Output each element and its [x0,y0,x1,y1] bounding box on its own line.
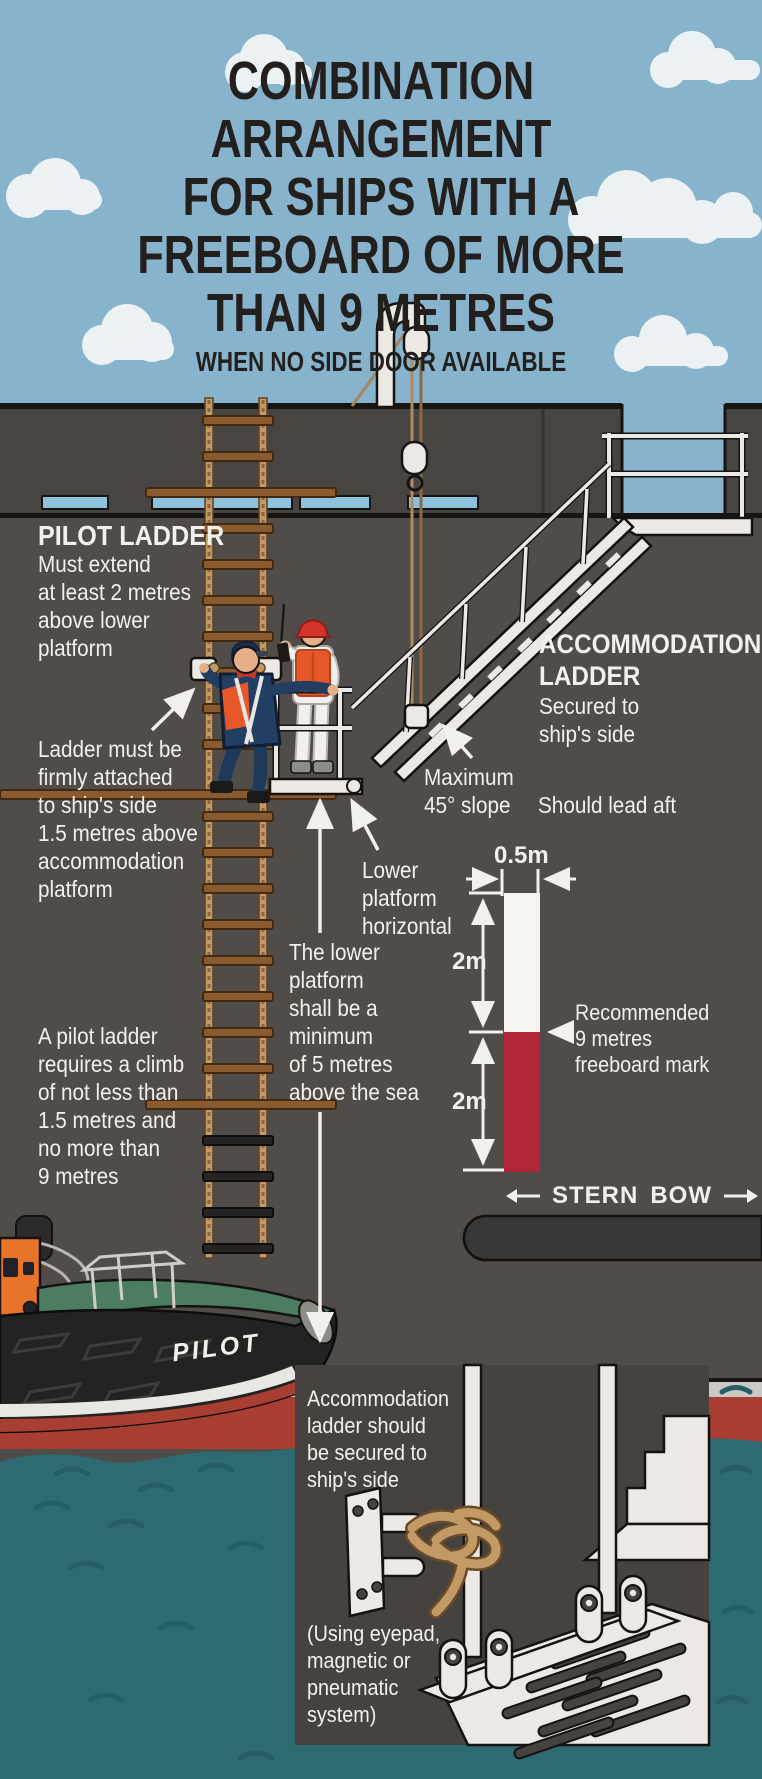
hull-hatch-marks [11,1332,214,1406]
bulwark-freeing-ports [41,495,479,510]
stair-treads [428,552,621,738]
ladder-rung [202,595,274,606]
inset-stanchion [597,1363,618,1615]
ladder-rung [202,991,274,1002]
pilot-ladder-heading: PILOT LADDER [38,520,225,551]
poster-subtitle: WHEN NO SIDE DOOR AVAILABLE [195,346,567,377]
pulley-block [402,325,431,361]
ladder-rung-dark [202,1171,274,1182]
cloud-icon [650,31,760,88]
hook-icon [406,474,424,492]
platform-roller [346,778,362,794]
life-vest [222,682,250,730]
ladder-side-ropes [204,397,268,1259]
ladder-rung [202,415,274,426]
stern-label: STERN [552,1182,639,1209]
deck-guard-frame [79,1250,187,1317]
freeboard-bar-white [504,893,540,1032]
hard-hat [294,619,333,638]
cloud-icon [225,34,312,92]
slope-arrow [441,723,474,760]
tackle-attachment [403,703,430,730]
ladder-rung-dark [202,1243,274,1254]
ladder-rung-dark [202,1207,274,1218]
attach-note-arrow [150,687,196,732]
ladder-rung [202,1027,274,1038]
poster-title: COMBINATION ARRANGEMENT FOR SHIPS WITH A… [0,52,762,380]
boat-keel [0,1380,300,1432]
fender-pipe [462,1214,762,1262]
bulwark-opening [622,404,725,516]
freeboard-mark-diagram [463,867,576,1172]
ladder-rung-dark [202,1135,274,1146]
title-line: THAN 9 METRES [206,283,556,343]
title-line: FOR SHIPS WITH A [182,167,580,227]
ladder-rung [202,559,274,570]
bow-arrow-icon [724,1189,758,1203]
ladder-rung [202,523,274,534]
cloud-icon [614,315,728,372]
freeboard-width-label: 0.5m [494,842,549,869]
ladder-rung [202,955,274,966]
platform-height-note: The lower platform shall be a minimum of… [289,939,420,1105]
title-line: COMBINATION ARRANGEMENT [210,51,552,169]
ladder-rung [202,1063,274,1074]
pilot-figure [199,640,339,803]
radio-antenna [279,603,286,647]
radio [276,642,291,663]
wave-icon [33,1385,755,1761]
clouds [6,31,762,372]
pilot-ladder-climb-note: A pilot ladder requires a climb of not l… [38,1023,185,1189]
cloud-icon [568,170,762,244]
gangway-platform [602,432,754,537]
ladder-rung [202,451,274,462]
title-line: FREEBOARD OF MORE [137,225,625,285]
lower-platform-note: Lower platform horizontal [362,857,452,939]
accommodation-secured-note: Secured to ship's side [539,693,640,747]
ladder-rung [202,847,274,858]
hinge-eyes [444,1584,642,1666]
pilot-ladder-attach-note: Ladder must be firmly attached to ship's… [38,736,198,902]
freeboard-lower-label: 2m [452,1088,487,1115]
freeboard-bar-red [504,1032,540,1172]
cloud-icon [82,304,174,365]
ladder-rung [202,631,274,642]
inset-detail [295,1363,711,1760]
ladder-rung [145,1099,337,1110]
annotation-arrows [150,687,474,1344]
ladder-rung [202,919,274,930]
boot-stripe [0,1366,298,1417]
pulley-block [400,440,429,476]
accommodation-ladder-heading: ACCOMMODATION LADDER [539,629,762,691]
bow-label: BOW [650,1182,712,1209]
cloud-icon [6,158,102,218]
inset-method-note: (Using eyepad, magnetic or pneumatic sys… [307,1621,441,1727]
lead-aft-note: Should lead aft [538,792,677,818]
ladder-rung [202,883,274,894]
accommodation-ladder [349,461,653,783]
inset-secured-note: Accommodation ladder should be secured t… [307,1386,449,1492]
rope-knot [405,1505,503,1619]
ladder-rung [145,487,337,498]
pilot-ladder-extend-note: Must extend at least 2 metres above lowe… [38,551,192,661]
stern-bow-labels: STERN BOW [506,1182,758,1210]
lower-platform-arrow [350,797,380,851]
slope-note: Maximum 45° slope [424,764,514,818]
stern-arrow-icon [506,1189,540,1203]
ladder-rung [202,811,274,822]
freeboard-upper-label: 2m [452,948,487,975]
freeboard-mark-note: Recommended 9 metres freeboard mark [575,1000,710,1077]
